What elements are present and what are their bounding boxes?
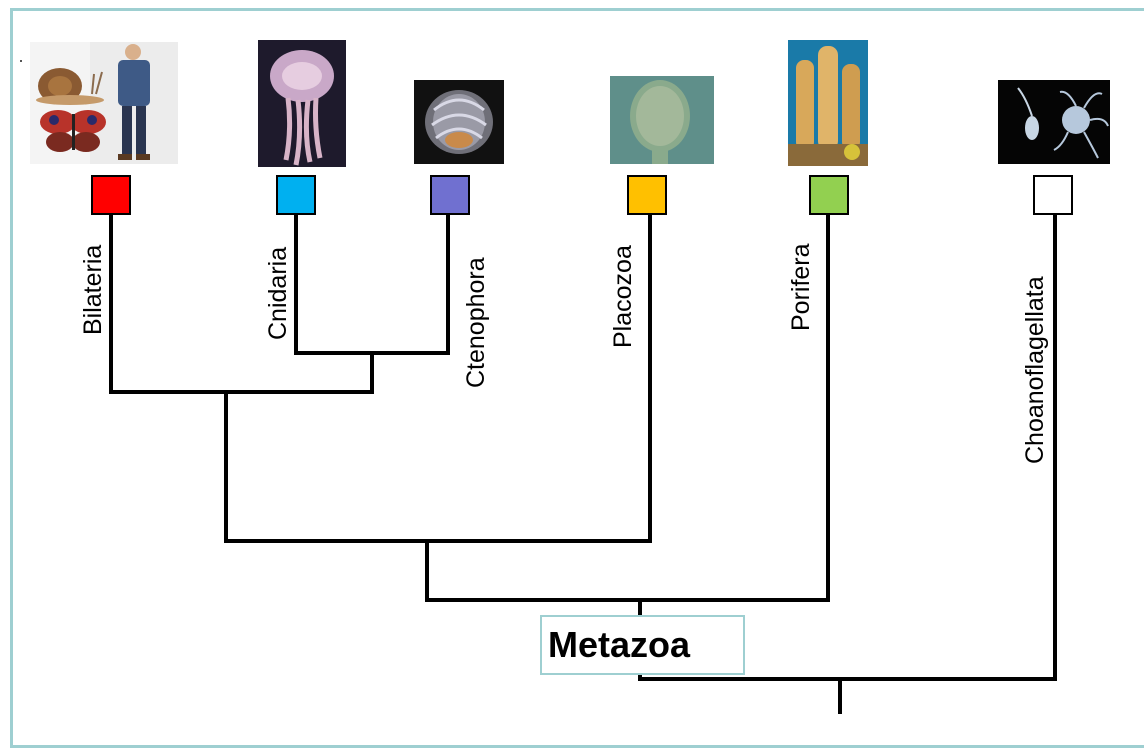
label-porifera: Porifera (787, 243, 815, 331)
branch-choanoflagellata (640, 214, 1055, 679)
porifera-marker (810, 176, 848, 214)
label-choanoflagellata: Choanoflagellata (1021, 276, 1049, 464)
ctenophora-marker (431, 176, 469, 214)
placozoa-marker (628, 176, 666, 214)
label-ctenophora: Ctenophora (462, 257, 490, 388)
branch-bilateria (111, 214, 372, 392)
cnidaria-marker (277, 176, 315, 214)
branch-cnidaria-ctenophora (296, 214, 448, 353)
metazoa-label: Metazoa (540, 615, 745, 675)
choanoflagellata-marker (1034, 176, 1072, 214)
label-bilateria: Bilateria (79, 245, 107, 335)
bilateria-marker (92, 176, 130, 214)
label-placozoa: Placozoa (609, 245, 637, 348)
label-cnidaria: Cnidaria (264, 247, 292, 340)
